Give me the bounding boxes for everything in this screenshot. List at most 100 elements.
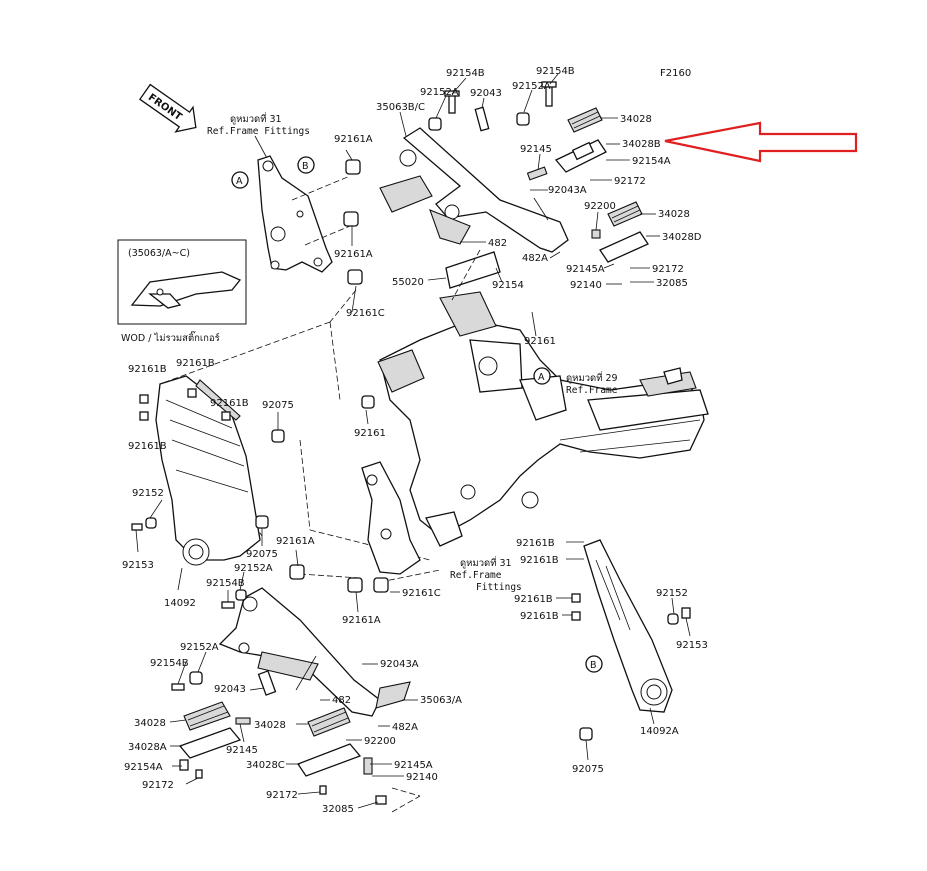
- leader-lines: [135, 73, 691, 809]
- bushing-92161c-top: [347, 269, 363, 285]
- bushing-92075-l: [271, 429, 285, 443]
- label-34028-top: 34028: [620, 114, 652, 125]
- ref-note-top-fittings: ดูหมวดที่ 31 Ref.Frame Fittings: [207, 112, 310, 161]
- inset-caption: WOD / ไม่รวมสติ๊กเกอร์: [121, 330, 220, 344]
- bolt-92153-r: [681, 607, 691, 619]
- bolt-92172-l2: [319, 785, 327, 795]
- label-34028d: 34028D: [662, 232, 702, 243]
- label-92172-l2: 92172: [266, 790, 298, 801]
- label-92152-l: 92152: [132, 488, 164, 499]
- bushing-92161a-l: [289, 564, 305, 580]
- label-14092: 14092: [164, 598, 196, 609]
- collar-92152a-l2: [189, 671, 203, 685]
- marker-a-top: A: [231, 171, 249, 189]
- label-92043a-top: 92043A: [548, 185, 587, 196]
- label-92043-top: 92043: [470, 88, 502, 99]
- label-92153-l: 92153: [122, 560, 154, 571]
- bolt-92154a-l: [179, 759, 189, 771]
- label-34028b-top: 34028B: [622, 139, 661, 150]
- label-34028-l2: 34028: [254, 720, 286, 731]
- upper-rear-bracket: [379, 127, 569, 253]
- footpeg-34028c: [297, 743, 362, 777]
- label-34028c: 34028C: [246, 760, 285, 771]
- label-92043-l: 92043: [214, 684, 246, 695]
- label-92152a-top: 92152A: [420, 87, 459, 98]
- inset-box: (35063/A~C) WOD / ไม่รวมสติ๊กเกอร์: [117, 239, 247, 344]
- collar-92152a-top2: [516, 112, 530, 126]
- label-92153-r: 92153: [676, 640, 708, 651]
- marker-b-top: B: [297, 156, 315, 174]
- side-cover-14092: [155, 375, 261, 566]
- label-92161a-l: 92161A: [276, 536, 315, 547]
- pin-92043a-top: [533, 197, 549, 221]
- label-92161b-r3: 92161B: [514, 594, 553, 605]
- part-labels: 92154B 92154B 92152A 92043 92152A 35063B…: [122, 66, 708, 815]
- label-92152-r: 92152: [656, 588, 688, 599]
- ref-note-lower-thai: ดูหมวดที่ 31: [460, 556, 512, 569]
- inset-title: (35063/A~C): [128, 248, 190, 259]
- label-32085-l: 32085: [322, 804, 354, 815]
- footpeg-rubber-34028-l2: [307, 707, 351, 737]
- ref-note-frame-en: Ref.Frame: [566, 385, 618, 396]
- label-92161b-3: 92161B: [210, 398, 249, 409]
- label-92161b-r2: 92161B: [520, 555, 559, 566]
- label-92145a-l: 92145A: [394, 760, 433, 771]
- ref-note-lower-en2: Fittings: [476, 582, 522, 593]
- bushing-92161a-l2: [347, 577, 363, 593]
- label-32085-top: 32085: [656, 278, 688, 289]
- collar-92152a-top: [428, 117, 442, 131]
- bolt-92154b-l2: [171, 683, 185, 691]
- label-482a-l: 482A: [392, 722, 418, 733]
- label-92140-l: 92140: [406, 772, 438, 783]
- side-cover-14092a: [583, 539, 673, 713]
- ref-note-frame: A ดูหมวดที่ 29 Ref.Frame: [533, 367, 618, 396]
- label-482-l: 482: [332, 695, 351, 706]
- label-92161a-mid: 92161A: [334, 249, 373, 260]
- label-92172-r: 92172: [652, 264, 684, 275]
- label-92172-top: 92172: [614, 176, 646, 187]
- label-92145-top: 92145: [520, 144, 552, 155]
- highlight-arrow-icon: [664, 121, 858, 163]
- spring-92145-top: [526, 166, 548, 181]
- bushing-92161c-l: [373, 577, 389, 593]
- main-frame: [377, 291, 709, 547]
- bushing-92075-r: [579, 727, 593, 741]
- marker-a-top-text: A: [236, 176, 243, 187]
- lower-front-bracket: [218, 587, 411, 717]
- upper-left-bracket: [257, 155, 333, 273]
- ref-note-lower-en1: Ref.Frame: [450, 570, 502, 581]
- front-direction-badge: FRONT: [138, 83, 197, 133]
- bolt-92153-l: [131, 523, 143, 531]
- label-34028a: 34028A: [128, 742, 167, 753]
- label-92161b-2: 92161B: [176, 358, 215, 369]
- label-92172-l: 92172: [142, 780, 174, 791]
- label-92161a-l2: 92161A: [342, 615, 381, 626]
- collar-92152a-l: [235, 589, 247, 601]
- label-92145a-top: 92145A: [566, 264, 605, 275]
- label-92161a-top: 92161A: [334, 134, 373, 145]
- label-55020: 55020: [392, 277, 424, 288]
- bolt-92172-l: [195, 769, 203, 779]
- label-92161b-1: 92161B: [128, 364, 167, 375]
- spring-92145a-l: [363, 757, 373, 775]
- label-92161b-4: 92161B: [128, 441, 167, 452]
- bushing-92161-mid: [361, 395, 375, 409]
- marker-b-right: B: [585, 655, 603, 673]
- ref-note-top-en: Ref.Frame Fittings: [207, 126, 310, 137]
- clip-92161b-right: [571, 593, 581, 621]
- label-92152a-l2: 92152A: [180, 642, 219, 653]
- label-35063bc: 35063B/C: [376, 102, 425, 113]
- marker-b-right-text: B: [590, 660, 597, 671]
- label-34028-l: 34028: [134, 718, 166, 729]
- label-482-top: 482: [488, 238, 507, 249]
- label-92161c-top: 92161C: [346, 308, 385, 319]
- label-92161b-r4: 92161B: [520, 611, 559, 622]
- ref-note-frame-thai: ดูหมวดที่ 29: [566, 371, 618, 384]
- lower-frame-bracket: [361, 461, 421, 575]
- label-482a-top: 482A: [522, 253, 548, 264]
- marker-b-top-text: B: [302, 161, 309, 172]
- label-92140-top: 92140: [570, 280, 602, 291]
- bolt-92154b-top2: [541, 81, 557, 107]
- ref-note-lower-fittings: ดูหมวดที่ 31 Ref.Frame Fittings: [450, 556, 522, 593]
